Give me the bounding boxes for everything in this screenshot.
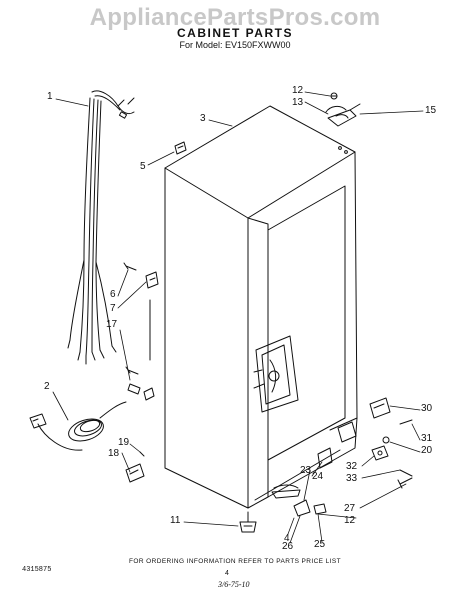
bottom-brackets (271, 447, 333, 517)
callout-32: 32 (346, 461, 358, 472)
callout-11: 11 (170, 515, 181, 526)
clip-part-5 (174, 141, 187, 155)
clamp-part-17 (125, 299, 155, 401)
catalog-number: 4315875 (22, 566, 52, 574)
callout-31: 31 (421, 433, 433, 444)
callout-19: 19 (118, 437, 130, 448)
callout-33: 33 (346, 473, 358, 484)
callout-26: 26 (282, 541, 294, 552)
page-title: CABINET PARTS (177, 26, 293, 40)
bracket-18-19 (125, 451, 145, 483)
top-hinge (325, 92, 361, 127)
callout-3: 3 (200, 113, 206, 124)
cabinet-body (164, 105, 358, 509)
callout-4: 4 (284, 533, 290, 544)
leveling-leg (239, 511, 257, 533)
callout-17: 17 (106, 319, 118, 330)
callout-15: 15 (425, 105, 437, 116)
callout-13: 13 (292, 97, 304, 108)
revision-date: 3/6-75-10 (218, 580, 250, 589)
callout-30: 30 (421, 403, 433, 414)
power-cord (29, 401, 127, 451)
callout-18: 18 (108, 448, 120, 459)
callout-2: 2 (44, 381, 50, 392)
page-number: 4 (225, 570, 229, 577)
watermark: AppliancePartsPros.com (89, 4, 381, 31)
screws-27 (397, 477, 413, 489)
roller-32-33 (337, 421, 413, 477)
callout-27: 27 (344, 503, 356, 514)
callout-5: 5 (140, 161, 146, 172)
callout-12: 12 (292, 85, 304, 96)
wire-harness (67, 90, 135, 365)
bracket-30-31 (369, 397, 413, 444)
leader-lines (52, 91, 424, 544)
callout-23: 23 (300, 465, 312, 476)
callout-6: 6 (110, 289, 116, 300)
ordering-note: FOR ORDERING INFORMATION REFER TO PARTS … (129, 558, 341, 565)
callout-25: 25 (314, 539, 326, 550)
model-line: For Model: EV150FXWW00 (179, 40, 291, 50)
callout-1: 1 (47, 91, 53, 102)
callout-24: 24 (312, 471, 324, 482)
callout-12-lower: 12 (344, 515, 356, 526)
callout-7: 7 (110, 303, 116, 314)
callout-20: 20 (421, 445, 433, 456)
screw-clip-6-7 (123, 262, 159, 289)
